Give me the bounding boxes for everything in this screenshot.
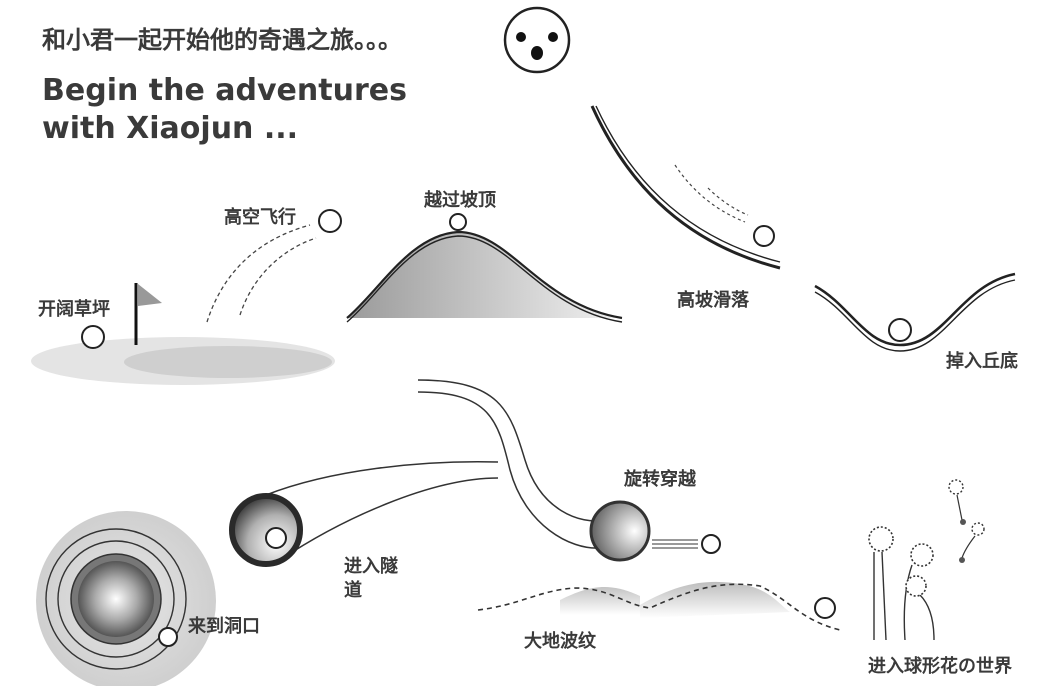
page-title-cn: 和小君一起开始他的奇遇之旅。。。 (42, 26, 402, 54)
flag-icon (138, 284, 162, 306)
label-flower-world: 进入球形花の世界 (868, 656, 1012, 677)
high-flight-scene (206, 209, 342, 323)
ball-icon (318, 209, 342, 233)
ball-icon (81, 325, 105, 349)
open-lawn-scene (31, 283, 335, 385)
label-open-lawn: 开阔草坪 (38, 299, 110, 320)
page-title-en: Begin the adventures with Xiaojun ... (42, 73, 407, 146)
smiley-face-icon (503, 6, 571, 74)
label-enter-tunnel: 进入隧 道 (344, 556, 398, 601)
flower-world-scene (868, 479, 985, 641)
ball-icon (701, 534, 721, 554)
ball-icon (449, 213, 467, 231)
valley-scene (814, 272, 1016, 352)
label-earth-ripples: 大地波纹 (524, 631, 596, 652)
earth-ripples-scene (477, 581, 841, 631)
label-over-hilltop: 越过坡顶 (424, 190, 496, 211)
cave-scene (36, 511, 216, 686)
slope-slide-scene (590, 105, 781, 270)
ball-icon (888, 318, 912, 342)
ball-icon (265, 527, 287, 549)
label-high-flight: 高空飞行 (224, 207, 296, 228)
label-slide-down-slope: 高坡滑落 (677, 290, 749, 311)
ball-icon (158, 627, 178, 647)
ball-icon (814, 597, 836, 619)
spin-through-scene (417, 379, 721, 562)
label-reach-cave: 来到洞口 (188, 616, 260, 637)
ball-icon (753, 225, 775, 247)
label-spin-through: 旋转穿越 (624, 469, 696, 490)
tunnel-scene (229, 461, 499, 567)
hilltop-scene (346, 213, 623, 323)
label-fall-into-valley: 掉入丘底 (946, 351, 1018, 372)
